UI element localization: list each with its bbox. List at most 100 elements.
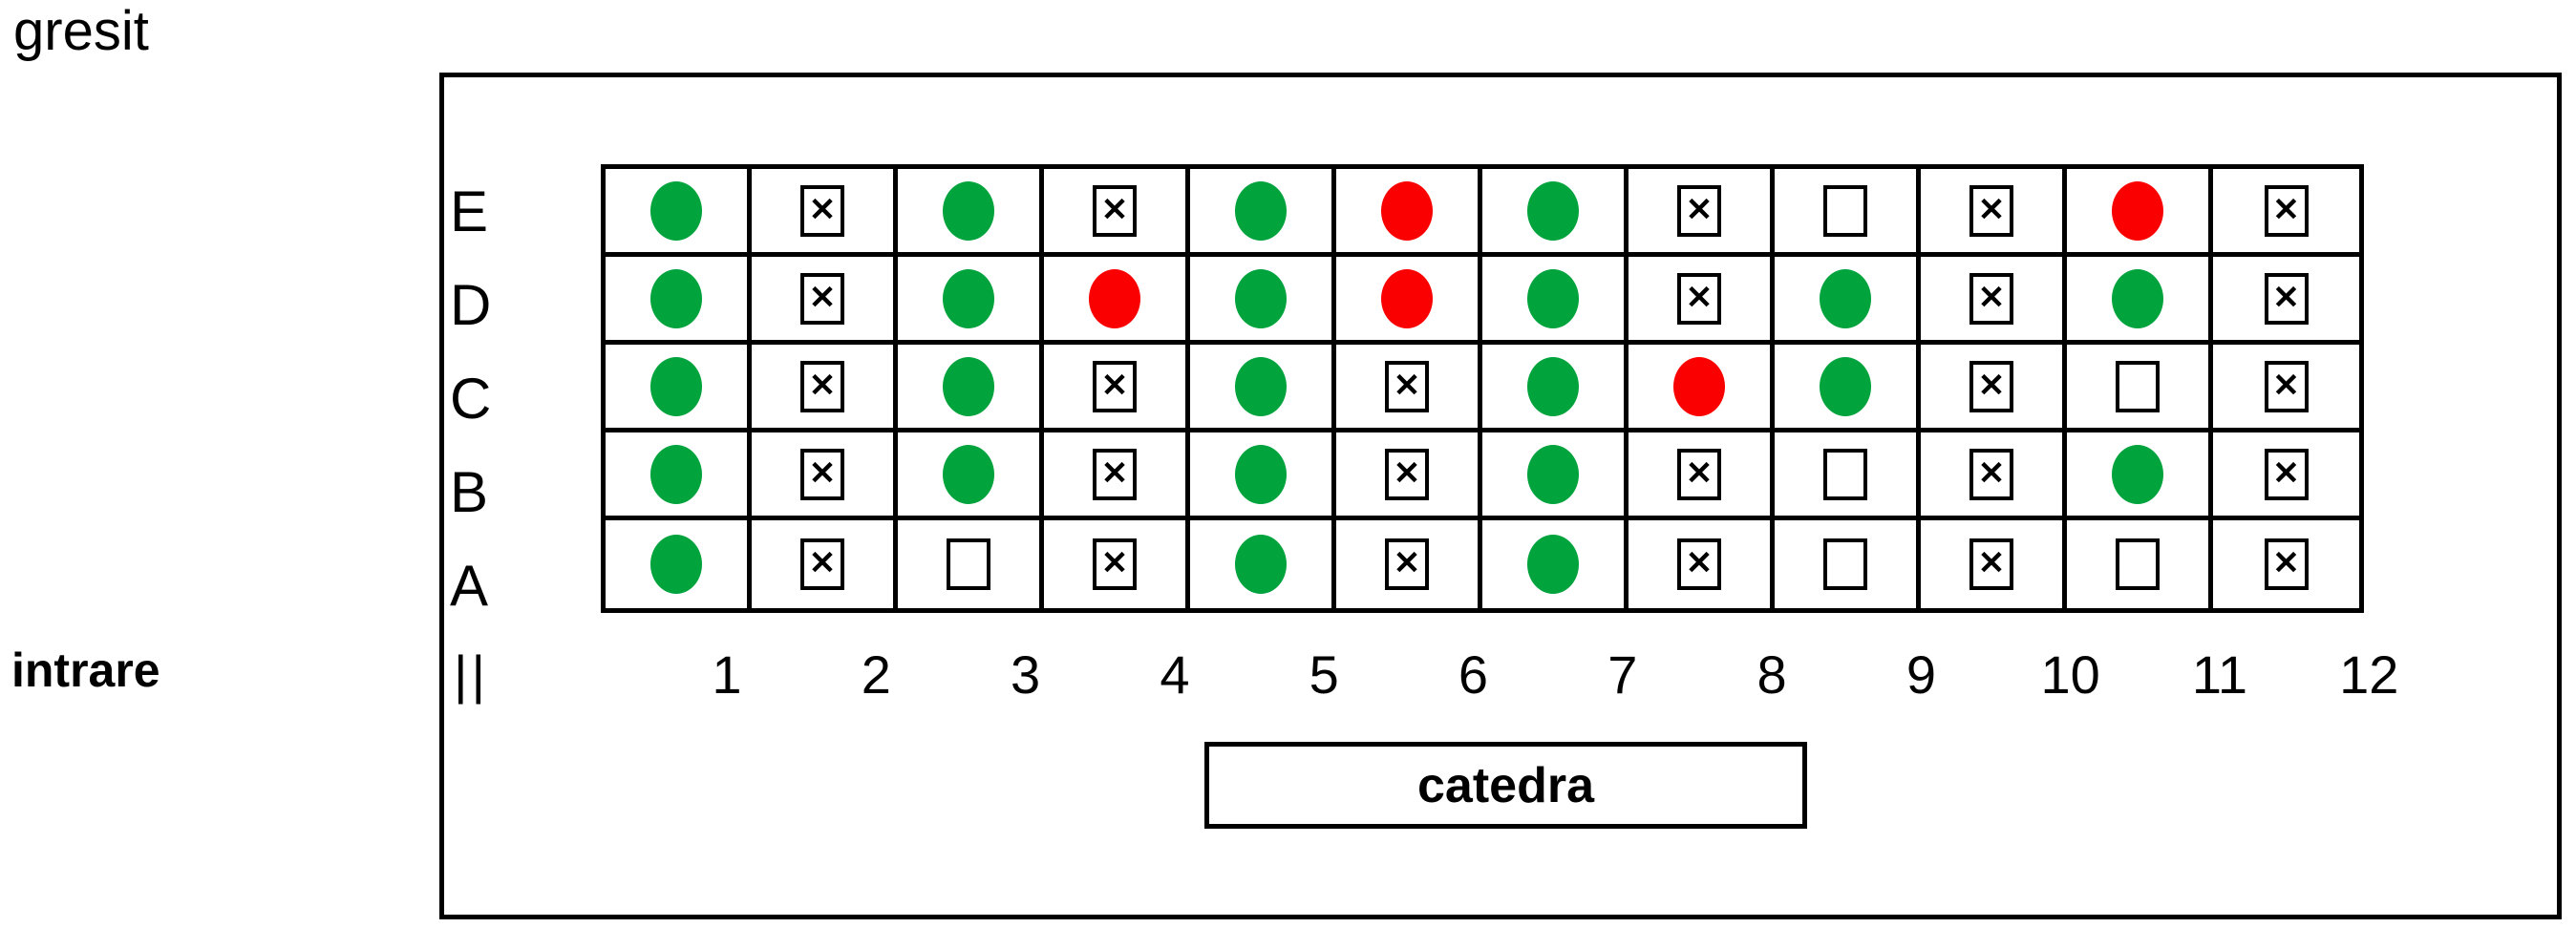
checked-box-icon: ✕ xyxy=(800,448,844,500)
green-circle-icon xyxy=(2112,444,2163,504)
seat-D7[interactable] xyxy=(1482,257,1629,345)
seat-E11[interactable] xyxy=(2067,169,2213,257)
seat-C6[interactable]: ✕ xyxy=(1336,345,1482,432)
seat-C4[interactable]: ✕ xyxy=(1044,345,1190,432)
seat-B1[interactable] xyxy=(606,432,752,520)
seat-B10[interactable]: ✕ xyxy=(1921,432,2067,520)
seat-C9[interactable] xyxy=(1775,345,1921,432)
seat-D10[interactable]: ✕ xyxy=(1921,257,2067,345)
seat-D12[interactable]: ✕ xyxy=(2213,257,2359,345)
seat-D9[interactable] xyxy=(1775,257,1921,345)
seat-A3[interactable] xyxy=(898,520,1044,608)
seat-A2[interactable]: ✕ xyxy=(752,520,898,608)
seat-E5[interactable] xyxy=(1190,169,1336,257)
checked-box-icon: ✕ xyxy=(1093,538,1137,590)
x-mark-icon: ✕ xyxy=(1977,545,2006,581)
checked-box-icon: ✕ xyxy=(2264,538,2309,590)
seat-E2[interactable]: ✕ xyxy=(752,169,898,257)
x-mark-icon: ✕ xyxy=(1100,454,1129,492)
seat-A6[interactable]: ✕ xyxy=(1336,520,1482,608)
seat-A10[interactable]: ✕ xyxy=(1921,520,2067,608)
x-mark-icon: ✕ xyxy=(1393,454,1421,492)
green-circle-icon xyxy=(943,268,994,328)
seat-D5[interactable] xyxy=(1190,257,1336,345)
seat-D6[interactable] xyxy=(1336,257,1482,345)
x-mark-icon: ✕ xyxy=(2272,454,2300,492)
seat-C5[interactable] xyxy=(1190,345,1336,432)
seat-E1[interactable] xyxy=(606,169,752,257)
column-number-7: 7 xyxy=(1607,644,1638,705)
seat-C10[interactable]: ✕ xyxy=(1921,345,2067,432)
checked-box-icon: ✕ xyxy=(1969,538,2013,590)
x-mark-icon: ✕ xyxy=(808,545,837,581)
seat-B6[interactable]: ✕ xyxy=(1336,432,1482,520)
seat-E8[interactable]: ✕ xyxy=(1629,169,1775,257)
seat-A5[interactable] xyxy=(1190,520,1336,608)
seat-A4[interactable]: ✕ xyxy=(1044,520,1190,608)
column-number-1: 1 xyxy=(712,644,742,705)
checked-box-icon: ✕ xyxy=(800,184,844,237)
seat-C11[interactable] xyxy=(2067,345,2213,432)
checked-box-icon: ✕ xyxy=(1093,184,1137,237)
seat-C2[interactable]: ✕ xyxy=(752,345,898,432)
entrance-label: intrare xyxy=(11,643,160,697)
seat-A11[interactable] xyxy=(2067,520,2213,608)
seat-A8[interactable]: ✕ xyxy=(1629,520,1775,608)
seat-C7[interactable] xyxy=(1482,345,1629,432)
green-circle-icon xyxy=(1235,535,1287,594)
seat-E10[interactable]: ✕ xyxy=(1921,169,2067,257)
seat-D11[interactable] xyxy=(2067,257,2213,345)
seat-D4[interactable] xyxy=(1044,257,1190,345)
seat-D1[interactable] xyxy=(606,257,752,345)
seat-B2[interactable]: ✕ xyxy=(752,432,898,520)
seat-C12[interactable]: ✕ xyxy=(2213,345,2359,432)
column-number-9: 9 xyxy=(1905,644,1936,705)
seat-D3[interactable] xyxy=(898,257,1044,345)
green-circle-icon xyxy=(1527,268,1579,328)
seat-B11[interactable] xyxy=(2067,432,2213,520)
seat-B5[interactable] xyxy=(1190,432,1336,520)
checked-box-icon: ✕ xyxy=(1385,360,1429,412)
seat-E4[interactable]: ✕ xyxy=(1044,169,1190,257)
red-circle-icon xyxy=(1673,356,1725,416)
red-circle-icon xyxy=(1381,180,1433,241)
seat-A1[interactable] xyxy=(606,520,752,608)
x-mark-icon: ✕ xyxy=(1977,279,2006,316)
green-circle-icon xyxy=(1235,268,1287,328)
seat-C1[interactable] xyxy=(606,345,752,432)
x-mark-icon: ✕ xyxy=(2272,191,2300,228)
green-circle-icon xyxy=(2112,268,2163,328)
seat-B12[interactable]: ✕ xyxy=(2213,432,2359,520)
empty-box-icon xyxy=(1823,538,1867,590)
seat-E9[interactable] xyxy=(1775,169,1921,257)
seat-B8[interactable]: ✕ xyxy=(1629,432,1775,520)
seat-D2[interactable]: ✕ xyxy=(752,257,898,345)
seat-E6[interactable] xyxy=(1336,169,1482,257)
column-number-12: 12 xyxy=(2339,644,2399,705)
empty-box-icon xyxy=(1823,184,1867,237)
seat-E3[interactable] xyxy=(898,169,1044,257)
checked-box-icon: ✕ xyxy=(2264,448,2309,500)
green-circle-icon xyxy=(1527,180,1579,241)
seat-A9[interactable] xyxy=(1775,520,1921,608)
seat-A7[interactable] xyxy=(1482,520,1629,608)
x-mark-icon: ✕ xyxy=(808,279,837,316)
x-mark-icon: ✕ xyxy=(1685,454,1714,492)
seat-E7[interactable] xyxy=(1482,169,1629,257)
seat-B9[interactable] xyxy=(1775,432,1921,520)
x-mark-icon: ✕ xyxy=(808,191,837,228)
seat-C8[interactable] xyxy=(1629,345,1775,432)
green-circle-icon xyxy=(943,180,994,241)
seat-C3[interactable] xyxy=(898,345,1044,432)
row-label-B: B xyxy=(450,459,489,524)
x-mark-icon: ✕ xyxy=(1685,279,1714,316)
seat-A12[interactable]: ✕ xyxy=(2213,520,2359,608)
seat-B3[interactable] xyxy=(898,432,1044,520)
seat-E12[interactable]: ✕ xyxy=(2213,169,2359,257)
x-mark-icon: ✕ xyxy=(808,454,837,492)
checked-box-icon: ✕ xyxy=(1385,538,1429,590)
seat-D8[interactable]: ✕ xyxy=(1629,257,1775,345)
seat-B4[interactable]: ✕ xyxy=(1044,432,1190,520)
seat-B7[interactable] xyxy=(1482,432,1629,520)
